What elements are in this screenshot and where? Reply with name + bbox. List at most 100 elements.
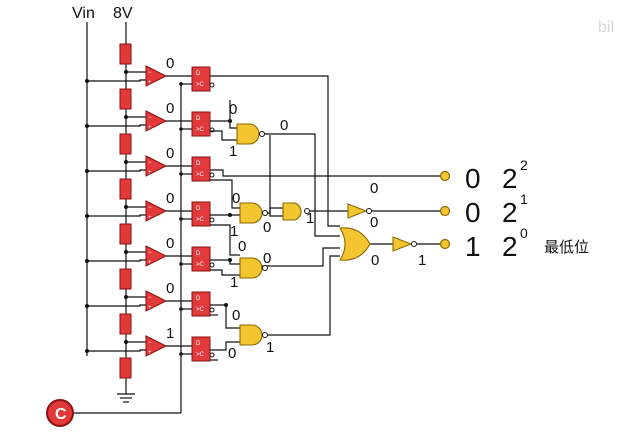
svg-text:D: D: [196, 296, 201, 302]
comp-value-2: 0: [166, 100, 174, 117]
svg-text:−: −: [148, 70, 152, 76]
value-label: 0: [232, 190, 240, 207]
logic-wiring: [210, 75, 443, 361]
svg-text:−: −: [148, 340, 152, 346]
svg-text:−: −: [148, 205, 152, 211]
output-bits: 0 2 2 0 2 1 1 2 0 最低位: [465, 157, 589, 262]
svg-text:D: D: [196, 341, 201, 347]
value-label: 1: [266, 339, 274, 356]
comparator-icon: [145, 245, 168, 267]
watermark-text: bil: [598, 19, 614, 36]
svg-text:D: D: [196, 71, 201, 77]
output-exp-2: 2: [520, 157, 528, 173]
output-base-1: 2: [502, 197, 518, 228]
resistor: [119, 313, 132, 335]
resistor: [119, 268, 132, 290]
value-label: 0: [228, 345, 236, 362]
d-flip-flop: D>C: [179, 156, 215, 182]
value-label: 0: [370, 214, 378, 231]
internal-values: 0 0 1 0 1 0 1 0 1 0 0 0 1 0 0 0 1: [228, 101, 426, 362]
svg-text:−: −: [148, 115, 152, 121]
output-terminal-mid[interactable]: [439, 205, 451, 217]
clock-source-icon[interactable]: [46, 399, 74, 427]
svg-text:D: D: [196, 116, 201, 122]
d-flip-flop: D >C: [179, 336, 215, 362]
svg-text:+: +: [148, 80, 152, 86]
comparator-row: −+: [85, 290, 192, 312]
comp-value-6: 0: [166, 280, 174, 297]
comparator-rows: −+−+−+−+−+−+−+: [85, 65, 192, 357]
value-label: 0: [232, 307, 240, 324]
comp-value-7: 1: [166, 325, 174, 342]
lsb-label: 最低位: [544, 239, 589, 256]
svg-text:−: −: [148, 250, 152, 256]
not-gate-2: [392, 236, 413, 252]
d-flip-flop: D >C: [179, 246, 215, 272]
comparator-row: −+: [85, 245, 192, 267]
value-label: 1: [230, 274, 238, 291]
logic-gates: [236, 123, 417, 346]
value-label: 0: [263, 250, 271, 267]
svg-text:>C: >C: [196, 262, 205, 268]
output-exp-1: 1: [520, 191, 528, 207]
svg-text:D: D: [196, 251, 201, 257]
comparator-icon: [145, 335, 168, 357]
value-label: 0: [229, 101, 237, 118]
d-flip-flop: D>C: [179, 201, 215, 227]
resistor: [119, 223, 132, 245]
comparator-icon: [145, 200, 168, 222]
svg-text:+: +: [148, 260, 152, 266]
value-label: 0: [263, 219, 271, 236]
svg-text:+: +: [148, 170, 152, 176]
svg-text:+: +: [148, 125, 152, 131]
comp-value-1: 0: [166, 55, 174, 72]
resistor: [119, 357, 132, 379]
value-label: 1: [418, 252, 426, 269]
svg-text:+: +: [148, 215, 152, 221]
comparator-icon: [145, 110, 168, 132]
flip-flop-column: D>CD>CD>CD>CD>CD>CD>C: [179, 66, 215, 362]
comparator-row: −+: [85, 200, 192, 222]
output-bit-1: 0: [465, 197, 481, 228]
output-base-2: 2: [502, 163, 518, 194]
comparator-icon: [145, 290, 168, 312]
d-flip-flop: D>C: [179, 66, 215, 92]
svg-text:>C: >C: [196, 352, 205, 358]
output-terminal-msb[interactable]: [439, 170, 451, 182]
svg-text:−: −: [148, 295, 152, 301]
resistor: [119, 88, 132, 110]
clock-label: C: [55, 406, 67, 423]
svg-text:−: −: [148, 160, 152, 166]
value-label: 0: [371, 252, 379, 269]
resistor-ladder: [119, 43, 132, 379]
value-label: 1: [229, 143, 237, 160]
comparator-row: −+: [85, 335, 192, 357]
svg-text:D: D: [196, 161, 201, 167]
comparator-row: −+: [85, 65, 192, 87]
resistor: [119, 43, 132, 65]
svg-text:+: +: [148, 305, 152, 311]
nand-gate-4: [239, 257, 263, 279]
d-flip-flop: D >C: [179, 291, 215, 317]
output-terminal-lsb[interactable]: [439, 238, 451, 250]
junction-dots: [224, 119, 232, 307]
svg-text:+: +: [148, 350, 152, 356]
resistor: [119, 178, 132, 200]
output-base-0: 2: [502, 231, 518, 262]
value-label: 1: [306, 210, 314, 227]
value-label: 0: [370, 180, 378, 197]
v8-label: 8V: [113, 5, 133, 22]
comparator-row: −+: [85, 155, 192, 177]
nand-gate-5: [239, 324, 263, 346]
svg-text:>C: >C: [196, 307, 205, 313]
comparator-icon: [145, 65, 168, 87]
comparator-row: −+: [85, 110, 192, 132]
value-label: 1: [230, 223, 238, 240]
comparator-output-values: 0 0 0 0 0 0 1: [166, 55, 174, 342]
nand-gate-2: [239, 202, 263, 224]
nand-gate-3: [282, 202, 302, 221]
output-terminals: [439, 170, 451, 250]
comp-value-4: 0: [166, 190, 174, 207]
svg-text:D: D: [196, 206, 201, 212]
